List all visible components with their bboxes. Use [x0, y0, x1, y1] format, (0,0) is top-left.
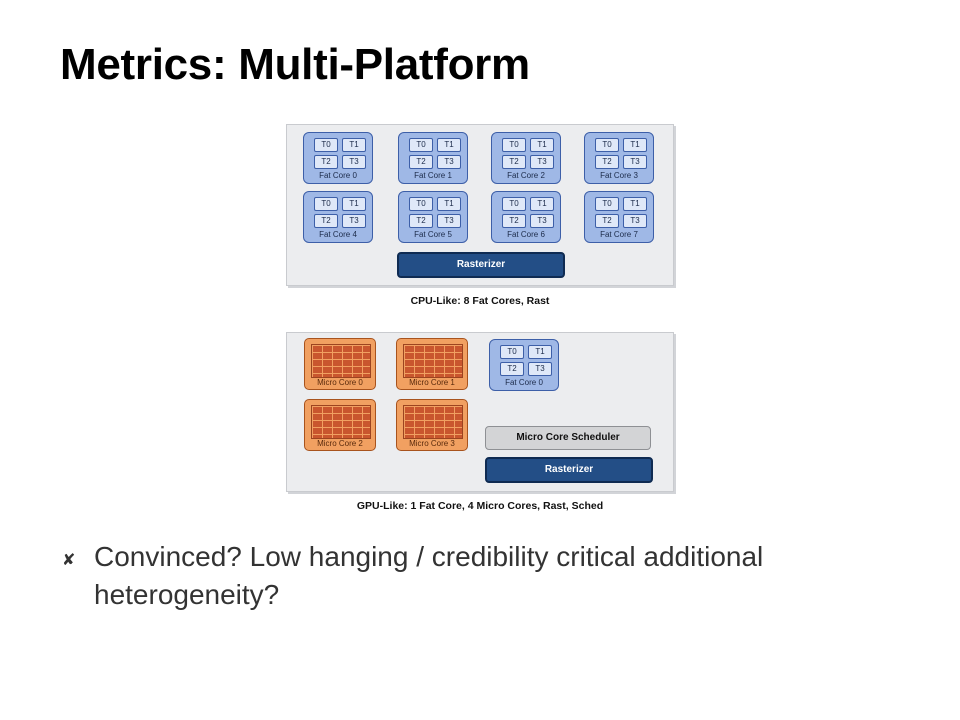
rasterizer-block: Rasterizer [485, 457, 653, 483]
fat-core: T0 T1 T2 T3 Fat Core 0 [303, 132, 373, 184]
thread-t0: T0 [502, 197, 526, 211]
thread-t0: T0 [595, 138, 619, 152]
thread-t1: T1 [437, 138, 461, 152]
gpu-like-panel: Micro Core 0 Micro Core 1 Micro Core 2 M… [286, 332, 674, 492]
thread-t2: T2 [595, 155, 619, 169]
thread-t0: T0 [409, 138, 433, 152]
thread-t0: T0 [502, 138, 526, 152]
gpu-panel-caption: GPU-Like: 1 Fat Core, 4 Micro Cores, Ras… [356, 500, 604, 512]
micro-core-grid [311, 405, 371, 439]
thread-t2: T2 [409, 155, 433, 169]
fat-core: T0 T1 T2 T3 Fat Core 3 [584, 132, 654, 184]
thread-t1: T1 [623, 138, 647, 152]
fat-core-label: Fat Core 0 [505, 378, 543, 387]
fat-core-label: Fat Core 5 [414, 230, 452, 239]
micro-core: Micro Core 3 [396, 399, 468, 451]
fat-core: T0 T1 T2 T3 Fat Core 7 [584, 191, 654, 243]
fat-core: T0 T1 T2 T3 Fat Core 5 [398, 191, 468, 243]
bullet-text: Convinced? Low hanging / credibility cri… [94, 541, 764, 610]
thread-t3: T3 [530, 214, 554, 228]
fat-core-label: Fat Core 7 [600, 230, 638, 239]
micro-core: Micro Core 2 [304, 399, 376, 451]
micro-core-grid [403, 405, 463, 439]
x-mark-bullet-icon: ✘ [62, 552, 76, 569]
thread-t1: T1 [342, 197, 366, 211]
fat-core: T0 T1 T2 T3 Fat Core 0 [489, 339, 559, 391]
micro-core-grid [403, 344, 463, 378]
thread-t2: T2 [409, 214, 433, 228]
thread-t3: T3 [528, 362, 552, 376]
thread-t0: T0 [314, 138, 338, 152]
thread-t1: T1 [342, 138, 366, 152]
fat-core: T0 T1 T2 T3 Fat Core 2 [491, 132, 561, 184]
slide-title: Metrics: Multi-Platform [60, 40, 530, 89]
thread-t3: T3 [342, 214, 366, 228]
micro-core-grid [311, 344, 371, 378]
thread-t2: T2 [314, 155, 338, 169]
thread-t1: T1 [528, 345, 552, 359]
thread-t3: T3 [437, 155, 461, 169]
thread-t1: T1 [530, 138, 554, 152]
thread-t2: T2 [502, 214, 526, 228]
thread-t0: T0 [314, 197, 338, 211]
cpu-like-panel: T0 T1 T2 T3 Fat Core 0 T0 T1 T2 T3 Fat C… [286, 124, 674, 286]
fat-core-label: Fat Core 3 [600, 171, 638, 180]
architecture-diagram: T0 T1 T2 T3 Fat Core 0 T0 T1 T2 T3 Fat C… [286, 124, 674, 516]
thread-t1: T1 [623, 197, 647, 211]
micro-core: Micro Core 0 [304, 338, 376, 390]
fat-core: T0 T1 T2 T3 Fat Core 4 [303, 191, 373, 243]
thread-t1: T1 [437, 197, 461, 211]
thread-t3: T3 [530, 155, 554, 169]
thread-t0: T0 [500, 345, 524, 359]
fat-core-label: Fat Core 4 [319, 230, 357, 239]
thread-t2: T2 [502, 155, 526, 169]
micro-core-scheduler-block: Micro Core Scheduler [485, 426, 651, 450]
thread-t2: T2 [500, 362, 524, 376]
micro-core: Micro Core 1 [396, 338, 468, 390]
cpu-panel-caption: CPU-Like: 8 Fat Cores, Rast [410, 295, 550, 307]
micro-core-label: Micro Core 2 [317, 439, 363, 448]
thread-t3: T3 [623, 155, 647, 169]
fat-core-label: Fat Core 2 [507, 171, 545, 180]
thread-t3: T3 [342, 155, 366, 169]
thread-t2: T2 [595, 214, 619, 228]
thread-t3: T3 [623, 214, 647, 228]
micro-core-label: Micro Core 1 [409, 378, 455, 387]
thread-t2: T2 [314, 214, 338, 228]
thread-t1: T1 [530, 197, 554, 211]
thread-t0: T0 [595, 197, 619, 211]
micro-core-label: Micro Core 0 [317, 378, 363, 387]
fat-core-label: Fat Core 6 [507, 230, 545, 239]
micro-core-label: Micro Core 3 [409, 439, 455, 448]
fat-core: T0 T1 T2 T3 Fat Core 1 [398, 132, 468, 184]
fat-core-label: Fat Core 0 [319, 171, 357, 180]
rasterizer-block: Rasterizer [397, 252, 565, 278]
fat-core-label: Fat Core 1 [414, 171, 452, 180]
fat-core: T0 T1 T2 T3 Fat Core 6 [491, 191, 561, 243]
thread-t0: T0 [409, 197, 433, 211]
thread-t3: T3 [437, 214, 461, 228]
